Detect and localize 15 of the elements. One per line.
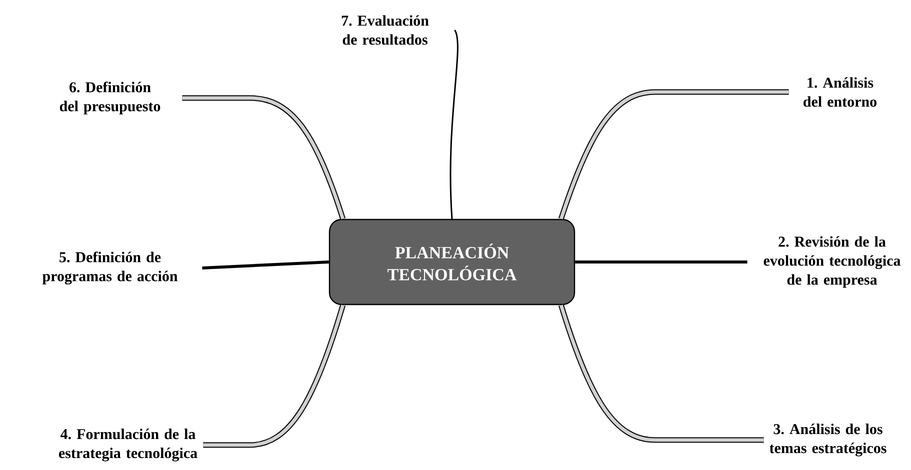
branch-label: 3. Análisis de los temas estratégicos [770, 424, 886, 456]
branch-label: 6. Definición del presupuesto [60, 82, 160, 114]
branch-line [203, 304, 346, 448]
branch-line [450, 30, 458, 219]
branch-label: 7. Evaluación de resultados [342, 15, 429, 45]
branch-line [575, 260, 748, 264]
branch-label: 5. Definición de programas de acción [42, 252, 178, 284]
branch-line [558, 304, 764, 443]
branch-label: 4. Formulación de la estrategia tecnológica [58, 428, 198, 462]
branch-line [182, 95, 346, 220]
branch-label: 2. Revisión de la evolución tecnológica de la empresa [764, 236, 901, 288]
branch-line [202, 260, 329, 270]
central-box: PLANEACIÓN TECNOLÓGICA [328, 218, 576, 306]
branch-label: 1. Análisis del entorno [804, 77, 876, 107]
branch-line [558, 89, 789, 220]
